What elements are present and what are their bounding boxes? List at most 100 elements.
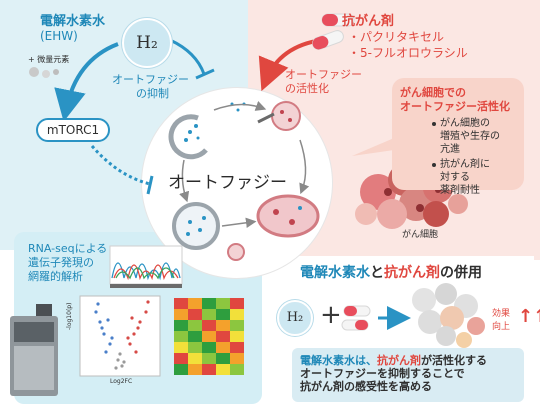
mtorc1-inhibition-line — [90, 145, 151, 186]
activation-label-line2: の活性化 — [285, 82, 329, 95]
heatmap-cell — [174, 353, 188, 364]
heatmap-cell — [230, 342, 244, 353]
combo-title-ehw: 電解水素水 — [300, 265, 370, 281]
heatmap-cell — [188, 353, 202, 364]
h2-label: H₂ — [136, 33, 158, 53]
rnaseq-title-line1: RNA-seqによる — [28, 242, 108, 255]
inhibition-label-line2: の抑制 — [136, 87, 169, 100]
heatmap-cell — [216, 331, 230, 342]
heatmap-cell — [174, 309, 188, 320]
summary-box — [292, 348, 524, 402]
autophagy-label: オートファジー — [168, 173, 287, 193]
plus-sign: + — [320, 300, 342, 330]
combo-title-and: と — [370, 265, 384, 281]
summary-line2: オートファジーを抑制することで — [300, 367, 465, 380]
heatmap-cell — [230, 298, 244, 309]
ehw-subtitle: (EHW) — [40, 29, 78, 43]
summary-drug: 抗がん剤 — [377, 354, 421, 367]
heatmap-cell — [216, 342, 230, 353]
heatmap-cell — [216, 320, 230, 331]
combo-cell-cluster-icon — [412, 283, 485, 348]
ehw-title: 電解水素水 — [40, 14, 106, 29]
bullet1-line2: 増殖や生存の — [440, 131, 500, 142]
summary-line1: 電解水素水は、抗がん剤が活性化する — [300, 354, 487, 367]
combination-title: 電解水素水と抗がん剤の併用 — [300, 262, 482, 282]
effect-label-line1: 効果 — [492, 309, 511, 319]
bullet2-line1: 抗がん剤に — [440, 159, 490, 170]
summary-ehw: 電解水素水は、 — [300, 354, 377, 367]
mtorc1-node: mTORC1 — [36, 118, 110, 142]
volcano-xlabel: Log2FC — [110, 378, 133, 385]
heatmap-cell — [174, 342, 188, 353]
sequencer-icon — [10, 304, 58, 396]
combo-title-rest: の併用 — [440, 265, 482, 281]
activation-label-line1: オートファジー — [285, 68, 362, 81]
effect-label-line2: 向上 — [492, 322, 511, 332]
heatmap-cell — [202, 320, 216, 331]
drug-5fu: ・5-フルオロウラシル — [348, 46, 468, 60]
heatmap-cell — [216, 353, 230, 364]
anticancer-title: 抗がん剤 — [342, 14, 395, 29]
drug-paclitaxel: ・パクリタキセル — [348, 30, 445, 44]
effect-up-arrows-icon: ↑↑ — [518, 306, 540, 327]
bullet1-line1: がん細胞の — [440, 118, 490, 129]
heatmap-cell — [188, 309, 202, 320]
h2-to-mtorc1-arrow — [54, 42, 119, 122]
heatmap-cell — [230, 309, 244, 320]
combo-title-drug: 抗がん剤 — [384, 265, 440, 281]
bullet-dot — [432, 163, 436, 167]
summary-line3: 抗がん剤の感受性を高める — [300, 380, 432, 393]
heatmap-cell — [230, 320, 244, 331]
resistance-title-line1: がん細胞での — [400, 86, 466, 99]
rnaseq-title-line3: 網羅的解析 — [28, 270, 83, 283]
heatmap-cell — [188, 342, 202, 353]
heatmap-cell — [174, 298, 188, 309]
heatmap-cell — [230, 364, 244, 375]
heatmap-cell — [202, 309, 216, 320]
combo-pill-icon — [341, 305, 371, 331]
mtorc1-inhibition-bar-icon — [146, 175, 154, 195]
bullet1-line3: 亢進 — [440, 144, 460, 155]
heatmap-cell — [202, 353, 216, 364]
trace-element-icon — [29, 67, 59, 78]
heatmap-cell — [216, 309, 230, 320]
resistance-box — [392, 78, 524, 190]
heatmap-cell — [174, 331, 188, 342]
combo-h2-label: H₂ — [286, 310, 304, 325]
heatmap-cell — [202, 331, 216, 342]
autophagy-cycle-icon — [168, 101, 320, 261]
bullet2-line2: 対する — [440, 172, 470, 183]
heatmap-cell — [174, 320, 188, 331]
volcano-ylabel: -log10(p) — [66, 302, 73, 330]
inhibition-bar-icon — [195, 68, 215, 80]
heatmap — [174, 298, 244, 375]
heatmap-cell — [188, 364, 202, 375]
chromatogram-icon — [109, 245, 183, 288]
trace-elements-label: + 微量元素 — [28, 55, 70, 64]
volcano-plot — [79, 295, 161, 377]
combo-h2-icon: H₂ — [277, 300, 313, 336]
inhibition-label-line1: オートファジー — [112, 73, 189, 86]
heatmap-cell — [230, 353, 244, 364]
heatmap-cell — [216, 364, 230, 375]
h2-molecule-icon: H₂ — [122, 18, 172, 68]
rnaseq-title-line2: 遺伝子発現の — [28, 256, 94, 269]
bullet2-line3: 薬剤耐性 — [440, 185, 480, 196]
h2-inhibition-line — [169, 38, 206, 75]
heatmap-cell — [188, 331, 202, 342]
heatmap-cell — [188, 298, 202, 309]
heatmap-cell — [188, 320, 202, 331]
heatmap-cell — [202, 342, 216, 353]
cancer-cell-label: がん細胞 — [402, 230, 439, 240]
heatmap-cell — [202, 298, 216, 309]
heatmap-cell — [216, 298, 230, 309]
summary-activates: が活性化する — [421, 354, 487, 367]
resistance-title-line2: オートファジー活性化 — [400, 100, 510, 113]
bullet-dot — [432, 122, 436, 126]
heatmap-cell — [174, 364, 188, 375]
heatmap-cell — [230, 331, 244, 342]
heatmap-cell — [202, 364, 216, 375]
resistance-pointer — [352, 138, 394, 156]
mtorc1-label: mTORC1 — [46, 123, 100, 137]
